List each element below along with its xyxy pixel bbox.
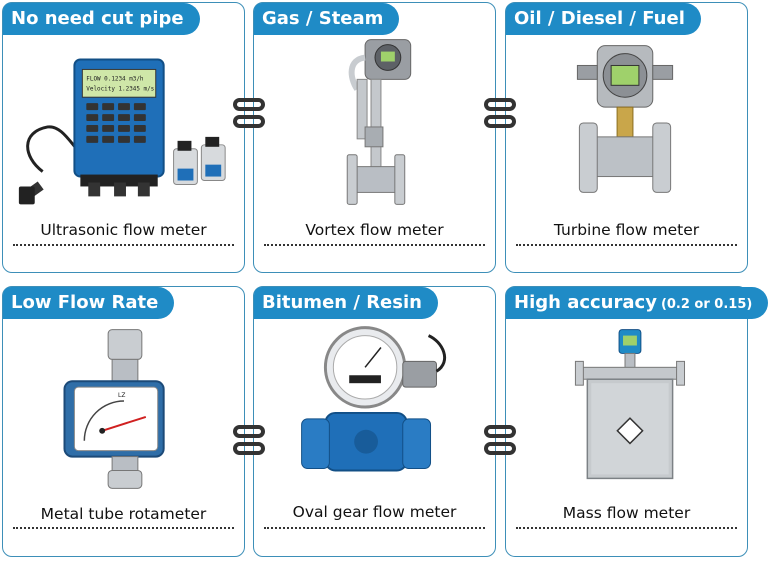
tag-label: Gas / Steam bbox=[262, 8, 384, 29]
svg-text:FLOW 0.1234 m3/h: FLOW 0.1234 m3/h bbox=[86, 75, 144, 82]
caption-divider bbox=[264, 244, 485, 246]
svg-text:Velocity 1.2345 m/s: Velocity 1.2345 m/s bbox=[86, 85, 154, 92]
tag-label: High accuracy bbox=[514, 292, 657, 313]
chain-link-icon bbox=[233, 98, 265, 128]
tag-label: Low Flow Rate bbox=[11, 292, 159, 313]
card-tag: No need cut pipe bbox=[3, 3, 200, 35]
svg-text:LZ: LZ bbox=[118, 392, 125, 399]
chain-link-icon bbox=[233, 425, 265, 455]
caption-divider bbox=[264, 527, 485, 529]
card-ultrasonic[interactable]: No need cut pipe FLOW 0.1234 m3/h Veloci… bbox=[2, 2, 245, 273]
card-caption: Oval gear flow meter bbox=[292, 503, 457, 521]
vortex-flow-meter-image bbox=[346, 39, 412, 205]
caption-divider bbox=[13, 244, 234, 246]
card-tag: Bitumen / Resin bbox=[254, 287, 438, 319]
card-caption: Turbine flow meter bbox=[553, 221, 700, 239]
card-rotameter[interactable]: Low Flow Rate LZ Metal tube rotameter bbox=[2, 286, 245, 557]
tag-note: (0.2 or 0.15) bbox=[660, 297, 753, 312]
card-tag: High accuracy(0.2 or 0.15) bbox=[506, 287, 768, 319]
chain-link-icon bbox=[484, 425, 516, 455]
caption-divider bbox=[516, 527, 737, 529]
caption-divider bbox=[13, 527, 234, 529]
card-turbine[interactable]: Oil / Diesel / Fuel Turbine flow meter bbox=[505, 2, 748, 273]
tag-label: Bitumen / Resin bbox=[262, 292, 422, 313]
chain-link-icon bbox=[484, 98, 516, 128]
metal-tube-rotameter-image: LZ bbox=[63, 329, 165, 489]
card-vortex[interactable]: Gas / Steam Vortex flow meter bbox=[253, 2, 496, 273]
card-caption: Ultrasonic flow meter bbox=[40, 221, 207, 239]
card-caption: Metal tube rotameter bbox=[40, 505, 207, 523]
tag-label: No need cut pipe bbox=[11, 8, 184, 29]
caption-divider bbox=[516, 244, 737, 246]
card-oval-gear[interactable]: Bitumen / Resin Oval gear flow meter bbox=[253, 286, 496, 557]
oval-gear-flow-meter-image bbox=[301, 326, 447, 472]
card-tag: Oil / Diesel / Fuel bbox=[506, 3, 701, 35]
card-tag: Low Flow Rate bbox=[3, 287, 175, 319]
ultrasonic-flow-meter-image: FLOW 0.1234 m3/h Velocity 1.2345 m/s bbox=[18, 58, 226, 205]
turbine-flow-meter-image bbox=[576, 45, 674, 193]
card-caption: Vortex flow meter bbox=[305, 221, 444, 239]
mass-flow-meter-image bbox=[574, 329, 686, 480]
tag-label: Oil / Diesel / Fuel bbox=[514, 8, 685, 29]
card-caption: Mass flow meter bbox=[562, 504, 691, 522]
card-tag: Gas / Steam bbox=[254, 3, 400, 35]
card-mass[interactable]: High accuracy(0.2 or 0.15) Mass flow met… bbox=[505, 286, 768, 557]
